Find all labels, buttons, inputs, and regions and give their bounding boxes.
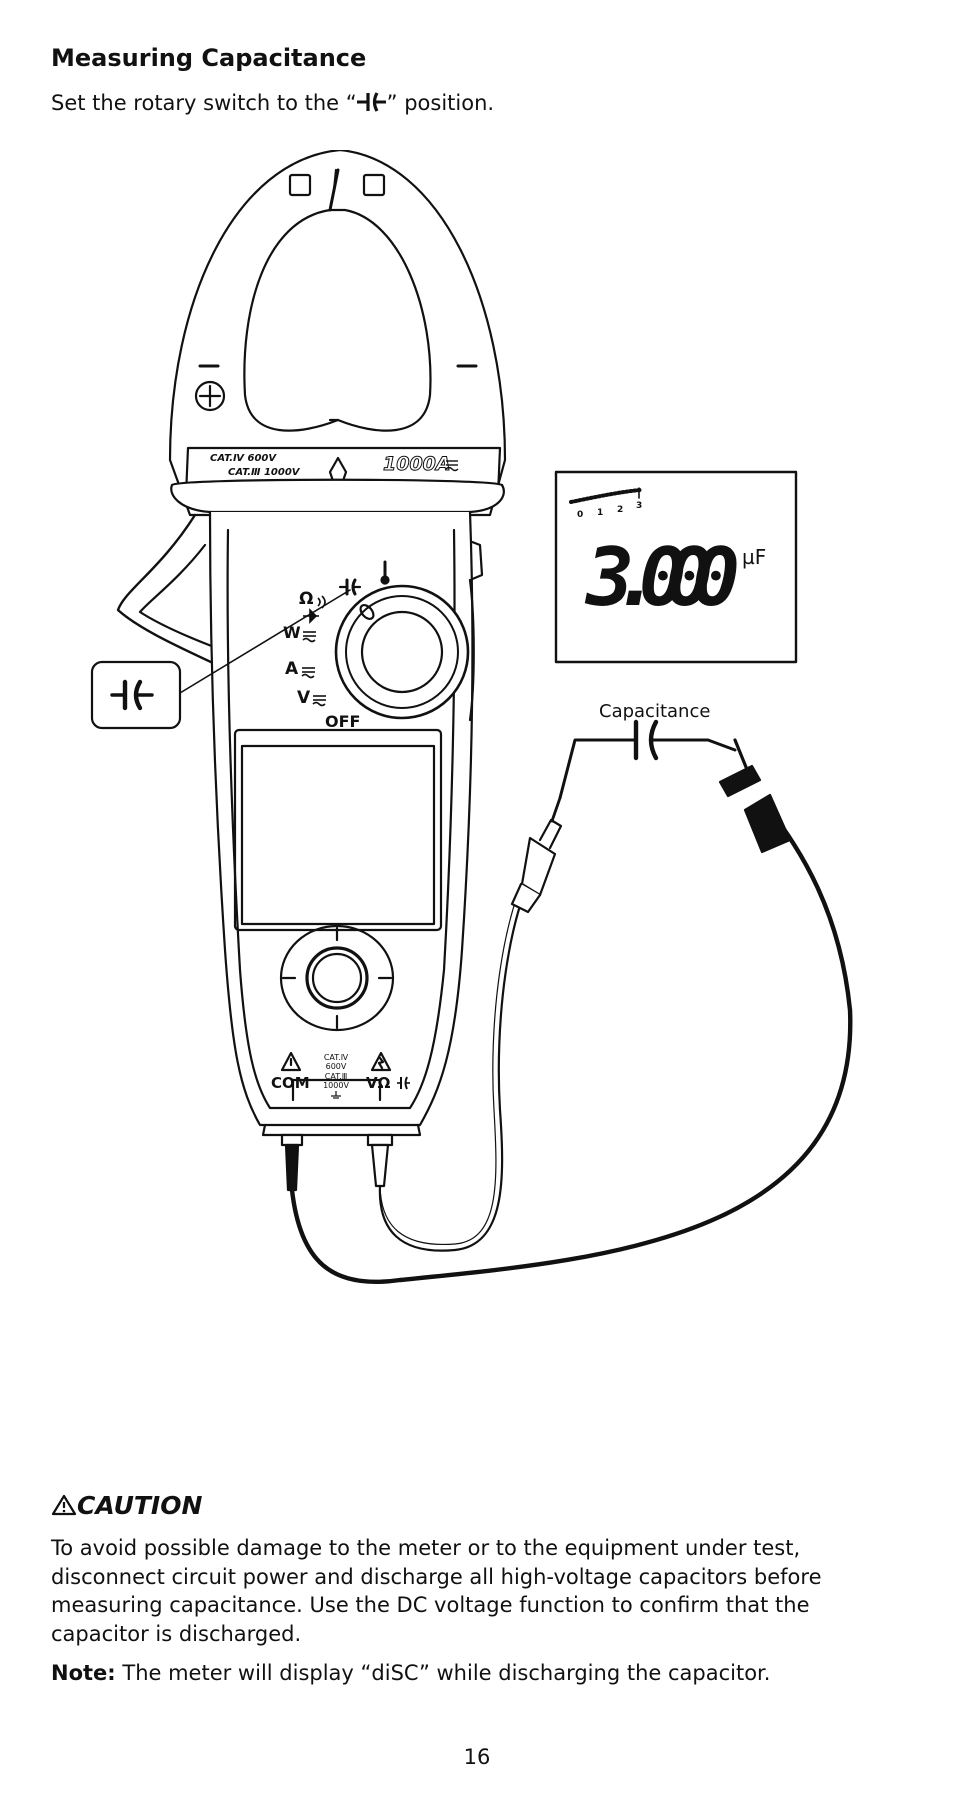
bar-scale-0: 0 <box>577 510 583 520</box>
terminal-cat-line-4: 1000V <box>323 1081 349 1090</box>
bar-scale-3: 3 <box>636 501 642 511</box>
black-probe-tip <box>718 738 792 854</box>
note-paragraph: Note: The meter will display “diSC” whil… <box>51 1661 770 1685</box>
red-test-lead <box>378 848 547 1252</box>
bar-scale-1: 1 <box>597 508 603 518</box>
terminal-capacitor-icon <box>397 1076 410 1090</box>
terminal-cat-line-3: CAT.Ⅲ <box>325 1072 347 1081</box>
terminal-com-label: COM <box>271 1074 310 1092</box>
dial-amp-label: A <box>285 659 299 679</box>
measured-capacitor-icon <box>558 719 737 800</box>
rotary-instruction: Set the rotary switch to the “ ” position… <box>51 91 494 118</box>
capacitor-symbol-icon <box>356 91 387 118</box>
jaw-rating-label: 1000A <box>383 453 451 475</box>
dial-watt-label: W <box>283 623 301 642</box>
ac-dc-symbol-icon <box>445 460 459 472</box>
input-probe-plug <box>366 1133 394 1188</box>
clamp-meter-illustration: CAT.Ⅳ 600V CAT.Ⅲ 1000V 1000A Ω W A V OFF… <box>90 150 853 1285</box>
terminal-cat-line-1: CAT.Ⅳ <box>324 1053 349 1062</box>
caution-title: CAUTION <box>77 1491 203 1520</box>
rotary-dial <box>334 578 475 722</box>
dial-volt-label: V <box>297 688 311 708</box>
instruction-text-before: Set the rotary switch to the “ <box>51 91 357 115</box>
terminal-input-label: VΩ <box>366 1074 391 1092</box>
display-reading: 3.000 <box>584 531 737 624</box>
caution-text: To avoid possible damage to the meter or… <box>51 1536 822 1646</box>
instruction-text-after: ” position. <box>386 91 495 115</box>
note-label: Note: <box>51 1661 116 1685</box>
warning-triangle-icon <box>280 1051 302 1072</box>
jaw-cat-label-1: CAT.Ⅳ 600V <box>210 453 277 464</box>
note-text: The meter will display “diSC” while disc… <box>115 1661 771 1685</box>
dial-temperature-icon <box>380 560 390 585</box>
dial-symbol-icons <box>301 595 326 707</box>
red-probe-tip <box>510 796 563 914</box>
ground-symbol-icon <box>331 1091 341 1099</box>
display-unit: µF <box>742 545 766 569</box>
caution-heading: CAUTION <box>51 1491 202 1520</box>
capacitance-callout <box>90 660 182 730</box>
jaw-cat-label-2: CAT.Ⅲ 1000V <box>228 467 301 478</box>
capacitance-label: Capacitance <box>599 701 710 722</box>
dial-ohm-label: Ω <box>299 589 313 609</box>
terminal-cat-line-2: 600V <box>326 1062 347 1071</box>
meter-body <box>170 478 505 1137</box>
com-probe-plug <box>280 1133 304 1192</box>
display-inset <box>554 470 798 664</box>
caution-warning-icon <box>51 1491 77 1520</box>
high-voltage-triangle-icon <box>370 1051 392 1072</box>
page-number: 16 <box>463 1745 491 1769</box>
bar-scale-2: 2 <box>617 505 623 515</box>
section-title: Measuring Capacitance <box>51 44 367 72</box>
dial-off-label: OFF <box>325 712 360 731</box>
black-test-lead <box>289 807 853 1285</box>
